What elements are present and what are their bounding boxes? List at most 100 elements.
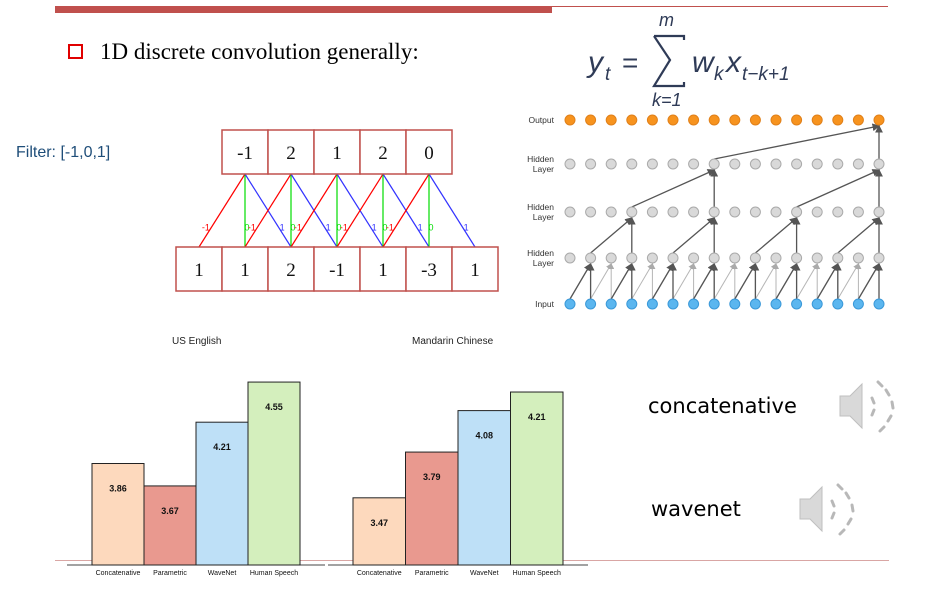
- wavenet-node: [770, 252, 782, 264]
- wavenet-node: [873, 114, 885, 126]
- wavenet-node: [873, 298, 885, 310]
- wavenet-connection: [590, 263, 612, 300]
- wavenet-connection: [651, 262, 674, 300]
- wavenet-connection: [857, 262, 880, 300]
- conv-weight-label: 0: [336, 223, 341, 233]
- chart-data-label: 4.08: [475, 431, 493, 441]
- conv-input-cell: [451, 246, 499, 292]
- wavenet-node: [832, 298, 844, 310]
- wavenet-node: [688, 158, 700, 170]
- wavenet-connection: [754, 217, 798, 254]
- formula-sum-upper: m: [659, 10, 674, 30]
- wavenet-connection: [672, 263, 695, 300]
- wavenet-node: [852, 158, 864, 170]
- wavenet-node: [873, 158, 885, 170]
- wavenet-node: [585, 206, 597, 218]
- conv-output-value: 1: [332, 143, 342, 164]
- conv-output-cell: [313, 129, 361, 175]
- wavenet-connection: [775, 262, 798, 300]
- wavenet-node: [564, 206, 576, 218]
- wavenet-connection: [610, 262, 633, 300]
- chart-bar: [352, 497, 406, 566]
- wavenet-node: [708, 252, 720, 264]
- chart-bar: [510, 391, 564, 566]
- chart-category-label: Concatenative: [357, 570, 402, 577]
- chart-category-label: WaveNet: [208, 570, 237, 577]
- wavenet-connection: [714, 123, 881, 160]
- conv-input-value: 2: [286, 260, 296, 281]
- wavenet-node: [811, 252, 823, 264]
- chart-bar: [247, 381, 301, 566]
- speaker-icon[interactable]: [836, 376, 902, 436]
- wavenet-node: [832, 158, 844, 170]
- wavenet-node: [852, 298, 864, 310]
- chart-data-label: 3.47: [370, 518, 388, 528]
- conv-input-cell: [313, 246, 361, 292]
- conv-weight-label: 0: [382, 223, 387, 233]
- wavenet-connection: [713, 263, 736, 300]
- wavenet-node: [852, 114, 864, 126]
- wavenet-node: [770, 114, 782, 126]
- formula-y: y: [586, 46, 605, 79]
- conv-output-value: 2: [378, 143, 388, 164]
- conv-output-value: 2: [286, 143, 296, 164]
- wavenet-node: [811, 158, 823, 170]
- wavenet-node: [811, 206, 823, 218]
- wavenet-node: [646, 158, 658, 170]
- wavenet-node: [688, 298, 700, 310]
- chart-data-label: 4.55: [265, 402, 283, 412]
- wavenet-node: [667, 206, 679, 218]
- conv-connection: [290, 173, 338, 248]
- conv-weight-label: 0: [244, 223, 249, 233]
- wavenet-node: [585, 298, 597, 310]
- formula-y-subscript: t: [605, 64, 611, 85]
- filter-label: Filter: [-1,0,1]: [16, 144, 111, 161]
- sigma-icon: [652, 34, 686, 88]
- conv-connection: [428, 173, 476, 248]
- convolution-formula: y t = m k=1 w k x t−k+1: [586, 10, 790, 110]
- chart-category-label: Concatenative: [96, 570, 141, 577]
- wavenet-node: [646, 298, 658, 310]
- conv-weight-label: -1: [386, 223, 394, 233]
- conv-input-value: -1: [329, 260, 345, 281]
- conv-weight-label: 1: [464, 223, 469, 233]
- conv-input-value: 1: [470, 260, 480, 281]
- chart-bar: [143, 485, 197, 566]
- wavenet-node: [605, 206, 617, 218]
- wavenet-node: [605, 252, 617, 264]
- conv-input-value: 1: [240, 260, 250, 281]
- wavenet-node: [667, 158, 679, 170]
- formula-x: x: [724, 46, 742, 79]
- mos-bar-charts: 3.86Concatenative3.67Parametric4.21WaveN…: [67, 381, 588, 577]
- chart-data-label: 3.86: [109, 484, 127, 494]
- wavenet-node: [688, 206, 700, 218]
- conv-weight-label: -1: [340, 223, 348, 233]
- wavenet-node: [626, 252, 638, 264]
- slide-heading: 1D discrete convolution generally:: [100, 39, 419, 64]
- wavenet-node: [605, 158, 617, 170]
- wavenet-node: [873, 252, 885, 264]
- wavenet-node: [832, 114, 844, 126]
- wavenet-node: [791, 206, 803, 218]
- audio-item-wavenet[interactable]: [796, 479, 862, 544]
- wavenet-node: [770, 206, 782, 218]
- title-bar-line: [552, 6, 888, 7]
- wavenet-node: [688, 252, 700, 264]
- wavenet-node: [749, 252, 761, 264]
- wavenet-row-label: Input: [535, 299, 555, 309]
- audio-item-concatenative[interactable]: [836, 376, 902, 441]
- wavenet-node: [605, 298, 617, 310]
- wavenet-node: [708, 298, 720, 310]
- conv-weight-label: 1: [280, 223, 285, 233]
- wavenet-connection: [837, 263, 859, 300]
- conv-input-cell: [267, 246, 315, 292]
- wavenet-node: [646, 114, 658, 126]
- speaker-icon[interactable]: [796, 479, 862, 539]
- wavenet-connection: [631, 169, 716, 208]
- wavenet-node: [852, 206, 864, 218]
- conv-output-cell: [405, 129, 453, 175]
- conv-weight-label: 1: [326, 223, 331, 233]
- wavenet-node: [749, 206, 761, 218]
